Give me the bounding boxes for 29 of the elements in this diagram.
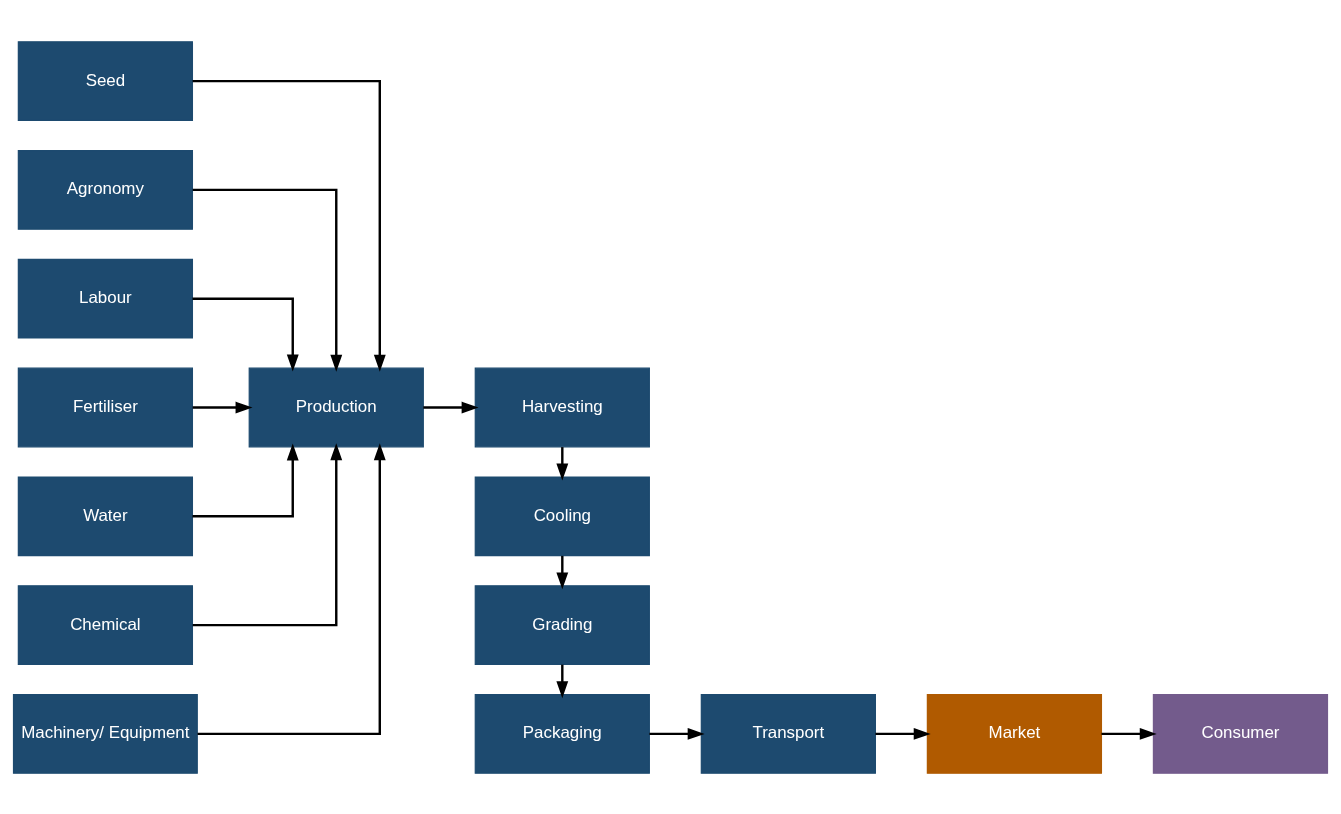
node-box: Labour	[17, 258, 194, 339]
node-box: Harvesting	[474, 367, 650, 447]
arrow	[423, 401, 479, 413]
arrow	[556, 664, 569, 698]
node-box: Market	[926, 693, 1103, 774]
arrow	[556, 446, 569, 481]
node-box: Cooling	[474, 475, 650, 556]
node-box: Packaging	[474, 693, 650, 774]
node-box: Seed	[17, 40, 194, 121]
node-box: Grading	[474, 584, 650, 665]
arrow	[192, 401, 253, 413]
arrow	[875, 727, 931, 740]
arrow	[1101, 727, 1157, 740]
node-box: Water	[17, 475, 194, 556]
node-box: Fertiliser	[17, 367, 194, 447]
arrow	[192, 297, 299, 372]
arrow	[649, 727, 705, 740]
node-box: Transport	[700, 693, 876, 774]
node-box: Production	[248, 367, 424, 447]
node-box: Consumer	[1152, 693, 1329, 774]
arrow	[192, 442, 343, 626]
node-box: Machinery/ Equipment	[12, 693, 198, 774]
node-box: Chemical	[17, 584, 194, 665]
node-box: Agronomy	[17, 149, 194, 230]
arrow	[197, 442, 386, 735]
arrow	[192, 79, 386, 372]
arrow	[192, 188, 343, 372]
arrow	[192, 442, 299, 517]
arrow	[556, 555, 569, 589]
